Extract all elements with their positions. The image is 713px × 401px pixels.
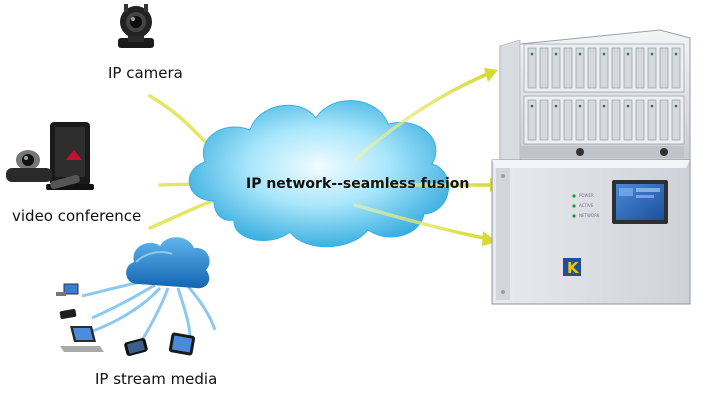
video-conference-label: video conference: [12, 207, 142, 225]
desktop-icon: [56, 283, 79, 296]
stream-media-group: [56, 237, 217, 356]
server-rack-icon: K: [491, 29, 691, 305]
ip-camera-label: IP camera: [108, 64, 183, 82]
status-leds: [572, 194, 576, 218]
cloud-network-icon: [188, 100, 449, 248]
camera-icon: [118, 4, 154, 48]
network-label: IP network--seamless fusion: [246, 176, 470, 192]
stream-cloud-icon: [126, 237, 210, 289]
arrow-icon: [148, 196, 222, 230]
rack-cards: [523, 43, 685, 145]
chassis-screws: [501, 174, 505, 294]
arrow-icon: [148, 94, 217, 152]
phone-icon: [124, 338, 148, 356]
video-conference-icon: [6, 122, 94, 190]
stream-lines: [81, 278, 217, 345]
arrow-icon: [484, 68, 498, 82]
logo-letter: K: [567, 259, 580, 277]
laptop-icon: [60, 326, 104, 352]
led-label-active: ACTIVE: [579, 203, 594, 208]
outgoing-arrows: [348, 68, 503, 246]
led-label-network: NETWORK: [579, 213, 600, 218]
front-screen: [612, 180, 668, 224]
ip-stream-media-label: IP stream media: [95, 370, 218, 388]
led-label-power: POWER: [579, 193, 594, 198]
brand-logo: K: [563, 258, 581, 277]
phone-icon: [59, 308, 77, 320]
tablet-icon: [168, 332, 196, 356]
